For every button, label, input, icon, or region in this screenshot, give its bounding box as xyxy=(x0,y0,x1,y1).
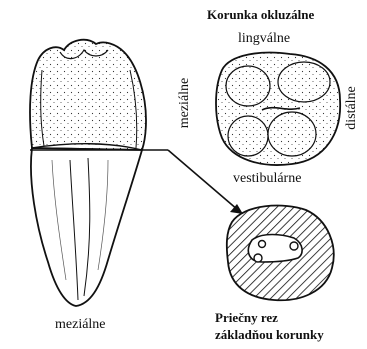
cross-section-caption-line2: základňou korunky xyxy=(215,328,324,341)
vestibular-label: vestibulárne xyxy=(233,172,301,186)
tooth-mesial-view xyxy=(30,40,146,306)
root-canal-2 xyxy=(254,254,262,262)
mesial-side-label: meziálne xyxy=(178,78,192,129)
distal-side-label: distálne xyxy=(345,86,359,130)
cross-section-caption-line1: Priečny rez xyxy=(215,311,278,324)
lingual-label: lingválne xyxy=(238,32,290,46)
occlusal-view-title: Korunka okluzálne xyxy=(207,8,314,21)
occlusal-crown-view xyxy=(216,53,340,165)
mesial-view-label: meziálne xyxy=(55,318,106,332)
tooth-root xyxy=(31,148,142,306)
tooth-crown xyxy=(30,40,146,150)
root-canal-3 xyxy=(290,242,298,250)
cross-section-view xyxy=(227,206,334,301)
root-canal-1 xyxy=(259,241,266,248)
